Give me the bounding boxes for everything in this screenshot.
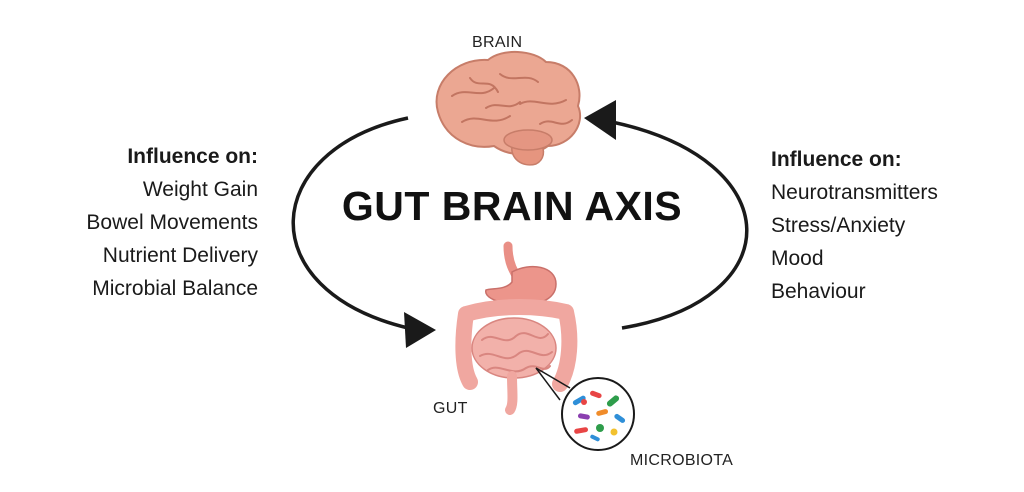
gut-influence-list: Weight Gain Bowel Movements Nutrient Del… — [86, 173, 258, 305]
list-item: Mood — [771, 247, 824, 270]
gut-influence-panel: Influence on: Weight Gain Bowel Movement… — [86, 140, 258, 305]
brain-label: BRAIN — [472, 34, 523, 51]
gut-influence-heading: Influence on: — [127, 145, 258, 168]
right-arrow — [584, 100, 749, 330]
left-arrow — [291, 116, 436, 348]
brain-icon — [435, 50, 581, 166]
gut-label: GUT — [433, 400, 468, 417]
microbiota-icon — [535, 367, 635, 451]
gut-icon — [455, 241, 578, 415]
brain-influence-panel: Influence on: Neurotransmitters Stress/A… — [771, 143, 938, 308]
list-item: Neurotransmitters — [771, 181, 938, 204]
list-item: Nutrient Delivery — [102, 244, 258, 267]
list-item: Behaviour — [771, 280, 866, 303]
microbiota-label: MICROBIOTA — [630, 452, 734, 469]
diagram-title: GUT BRAIN AXIS — [341, 183, 683, 229]
list-item: Microbial Balance — [92, 277, 258, 300]
brain-influence-heading: Influence on: — [771, 148, 902, 171]
list-item: Bowel Movements — [86, 211, 258, 234]
list-item: Stress/Anxiety — [771, 214, 906, 237]
list-item: Weight Gain — [142, 178, 258, 201]
brain-influence-list: Neurotransmitters Stress/Anxiety Mood Be… — [771, 176, 938, 308]
